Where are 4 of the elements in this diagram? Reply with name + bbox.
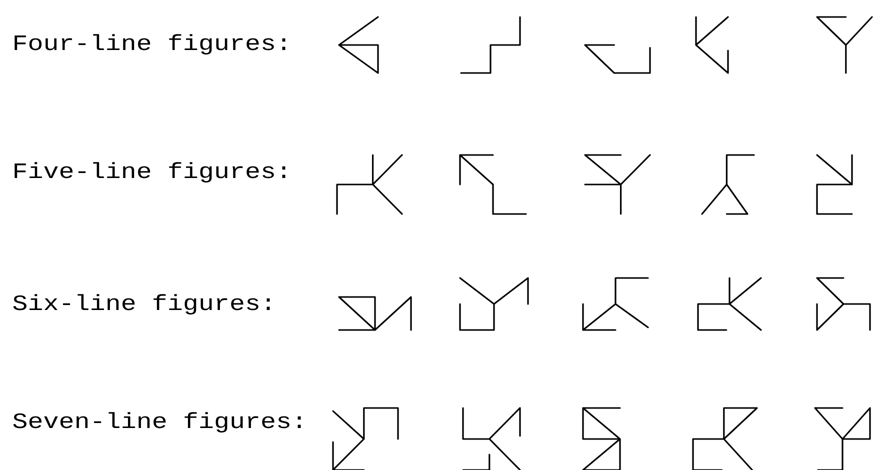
row-label: Seven-line figures: xyxy=(13,412,301,433)
row-label: Six-line figures: xyxy=(13,294,270,315)
row-label: Four-line figures: xyxy=(14,34,286,55)
row-label: Five-line figures: xyxy=(14,162,286,183)
